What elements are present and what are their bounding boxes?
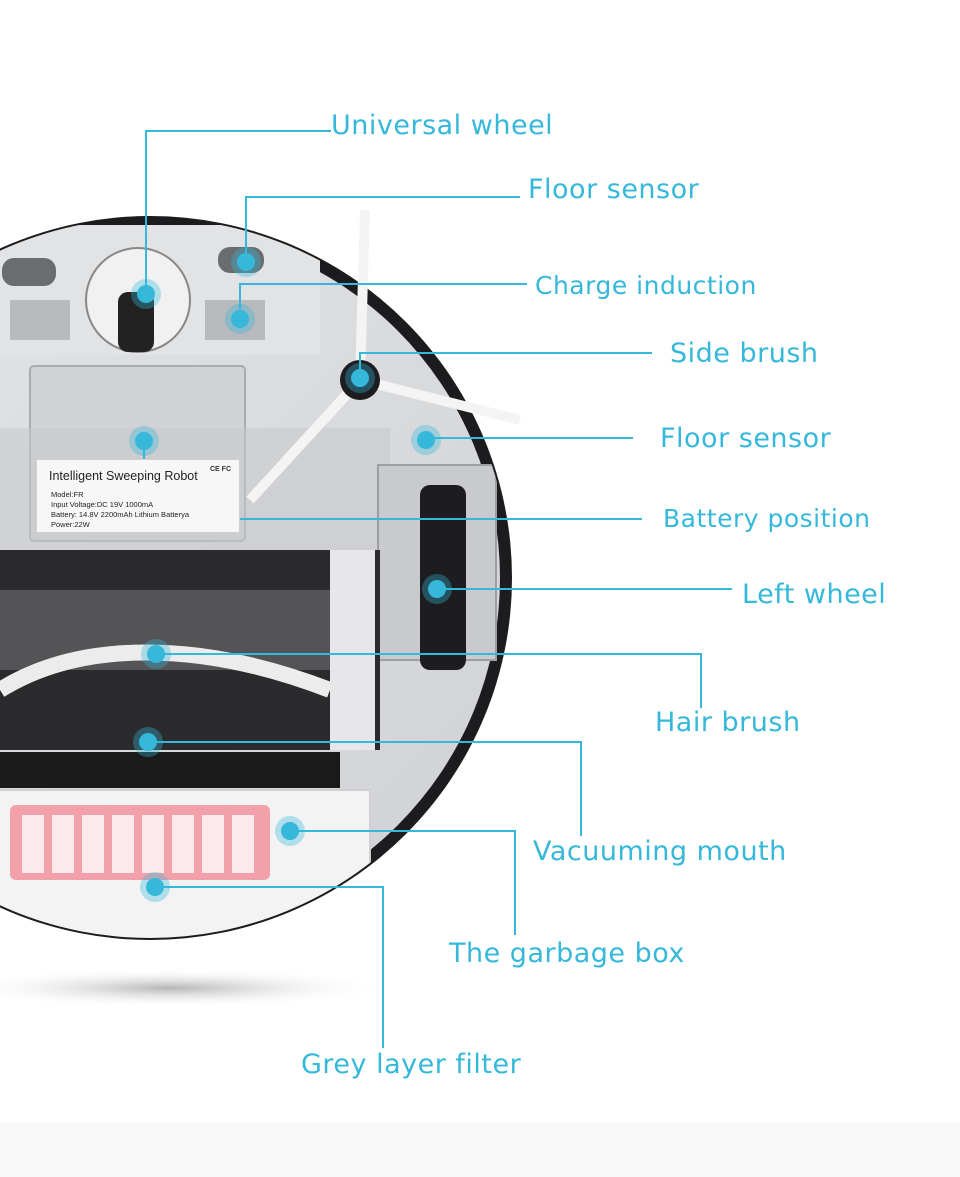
label-left-wheel: Left wheel <box>742 579 887 610</box>
dot-floor-sensor-top <box>237 253 255 271</box>
leader-charge-induction <box>239 283 527 319</box>
label-garbage-box: The garbage box <box>449 938 685 969</box>
sticker-line-input: Input Voltage:DC 19V 1000mA <box>51 500 154 509</box>
dot-vacuuming-mouth <box>139 733 157 751</box>
filter-frame <box>10 805 270 880</box>
dot-universal-wheel <box>137 285 155 303</box>
callout-dots <box>129 247 452 902</box>
label-floor-sensor-right: Floor sensor <box>660 423 832 454</box>
dot-left-wheel <box>428 580 446 598</box>
cert-marks: CE FC <box>210 466 231 473</box>
label-floor-sensor-top: Floor sensor <box>528 174 700 205</box>
side-brush-bristle <box>355 209 370 381</box>
dot-side-brush <box>351 369 369 387</box>
label-charge-induction: Charge induction <box>535 271 757 300</box>
filter-pleat <box>52 815 74 873</box>
side-brush-bristle <box>246 376 364 504</box>
label-grey-layer-filter: Grey layer filter <box>301 1049 522 1080</box>
leader-universal-wheel <box>145 130 331 294</box>
filter-pleat <box>202 815 224 873</box>
dot-floor-sensor-right <box>417 431 435 449</box>
leader-garbage-box <box>290 830 516 935</box>
side-brush-bristle <box>358 375 522 425</box>
sticker-line-battery: Battery: 14.8V 2200mAh Lithium Batterya <box>51 510 189 519</box>
product-label-sticker: Intelligent Sweeping Robot CE FC Model:F… <box>36 459 240 533</box>
left-sensor-window <box>10 300 70 340</box>
label-battery-position: Battery position <box>663 504 871 533</box>
sticker-line-power: Power:22W <box>51 520 90 529</box>
label-side-brush: Side brush <box>670 338 819 369</box>
left-wheel-tire <box>420 485 466 670</box>
filter-pleat <box>172 815 194 873</box>
label-hair-brush: Hair brush <box>655 707 801 738</box>
label-vacuuming-mouth: Vacuuming mouth <box>533 836 787 867</box>
dot-charge-induction <box>231 310 249 328</box>
leader-vacuuming-mouth <box>148 741 582 836</box>
sticker-title: Intelligent Sweeping Robot <box>49 469 198 483</box>
footer-band <box>0 1122 960 1177</box>
brush-frame <box>330 550 375 750</box>
leader-grey-layer-filter <box>155 886 384 1048</box>
leader-hair-brush <box>156 653 702 708</box>
filter-pleat <box>232 815 254 873</box>
suction-slot <box>0 752 340 788</box>
leader-floor-sensor-top <box>245 196 520 262</box>
filter-pleat <box>112 815 134 873</box>
dot-battery-position <box>135 432 153 450</box>
label-universal-wheel: Universal wheel <box>331 110 554 141</box>
dot-garbage-box <box>281 822 299 840</box>
floor-sensor-left-slot <box>2 258 56 286</box>
filter-pleat <box>82 815 104 873</box>
filter-pleat <box>22 815 44 873</box>
sticker-line-model: Model:FR <box>51 490 84 499</box>
floor-shadow <box>0 968 390 1008</box>
dot-hair-brush <box>147 645 165 663</box>
filter-cells <box>22 815 254 873</box>
dot-grey-layer-filter <box>146 878 164 896</box>
hair-brush-bristles <box>0 644 333 698</box>
universal-wheel <box>118 292 154 352</box>
filter-pleat <box>142 815 164 873</box>
